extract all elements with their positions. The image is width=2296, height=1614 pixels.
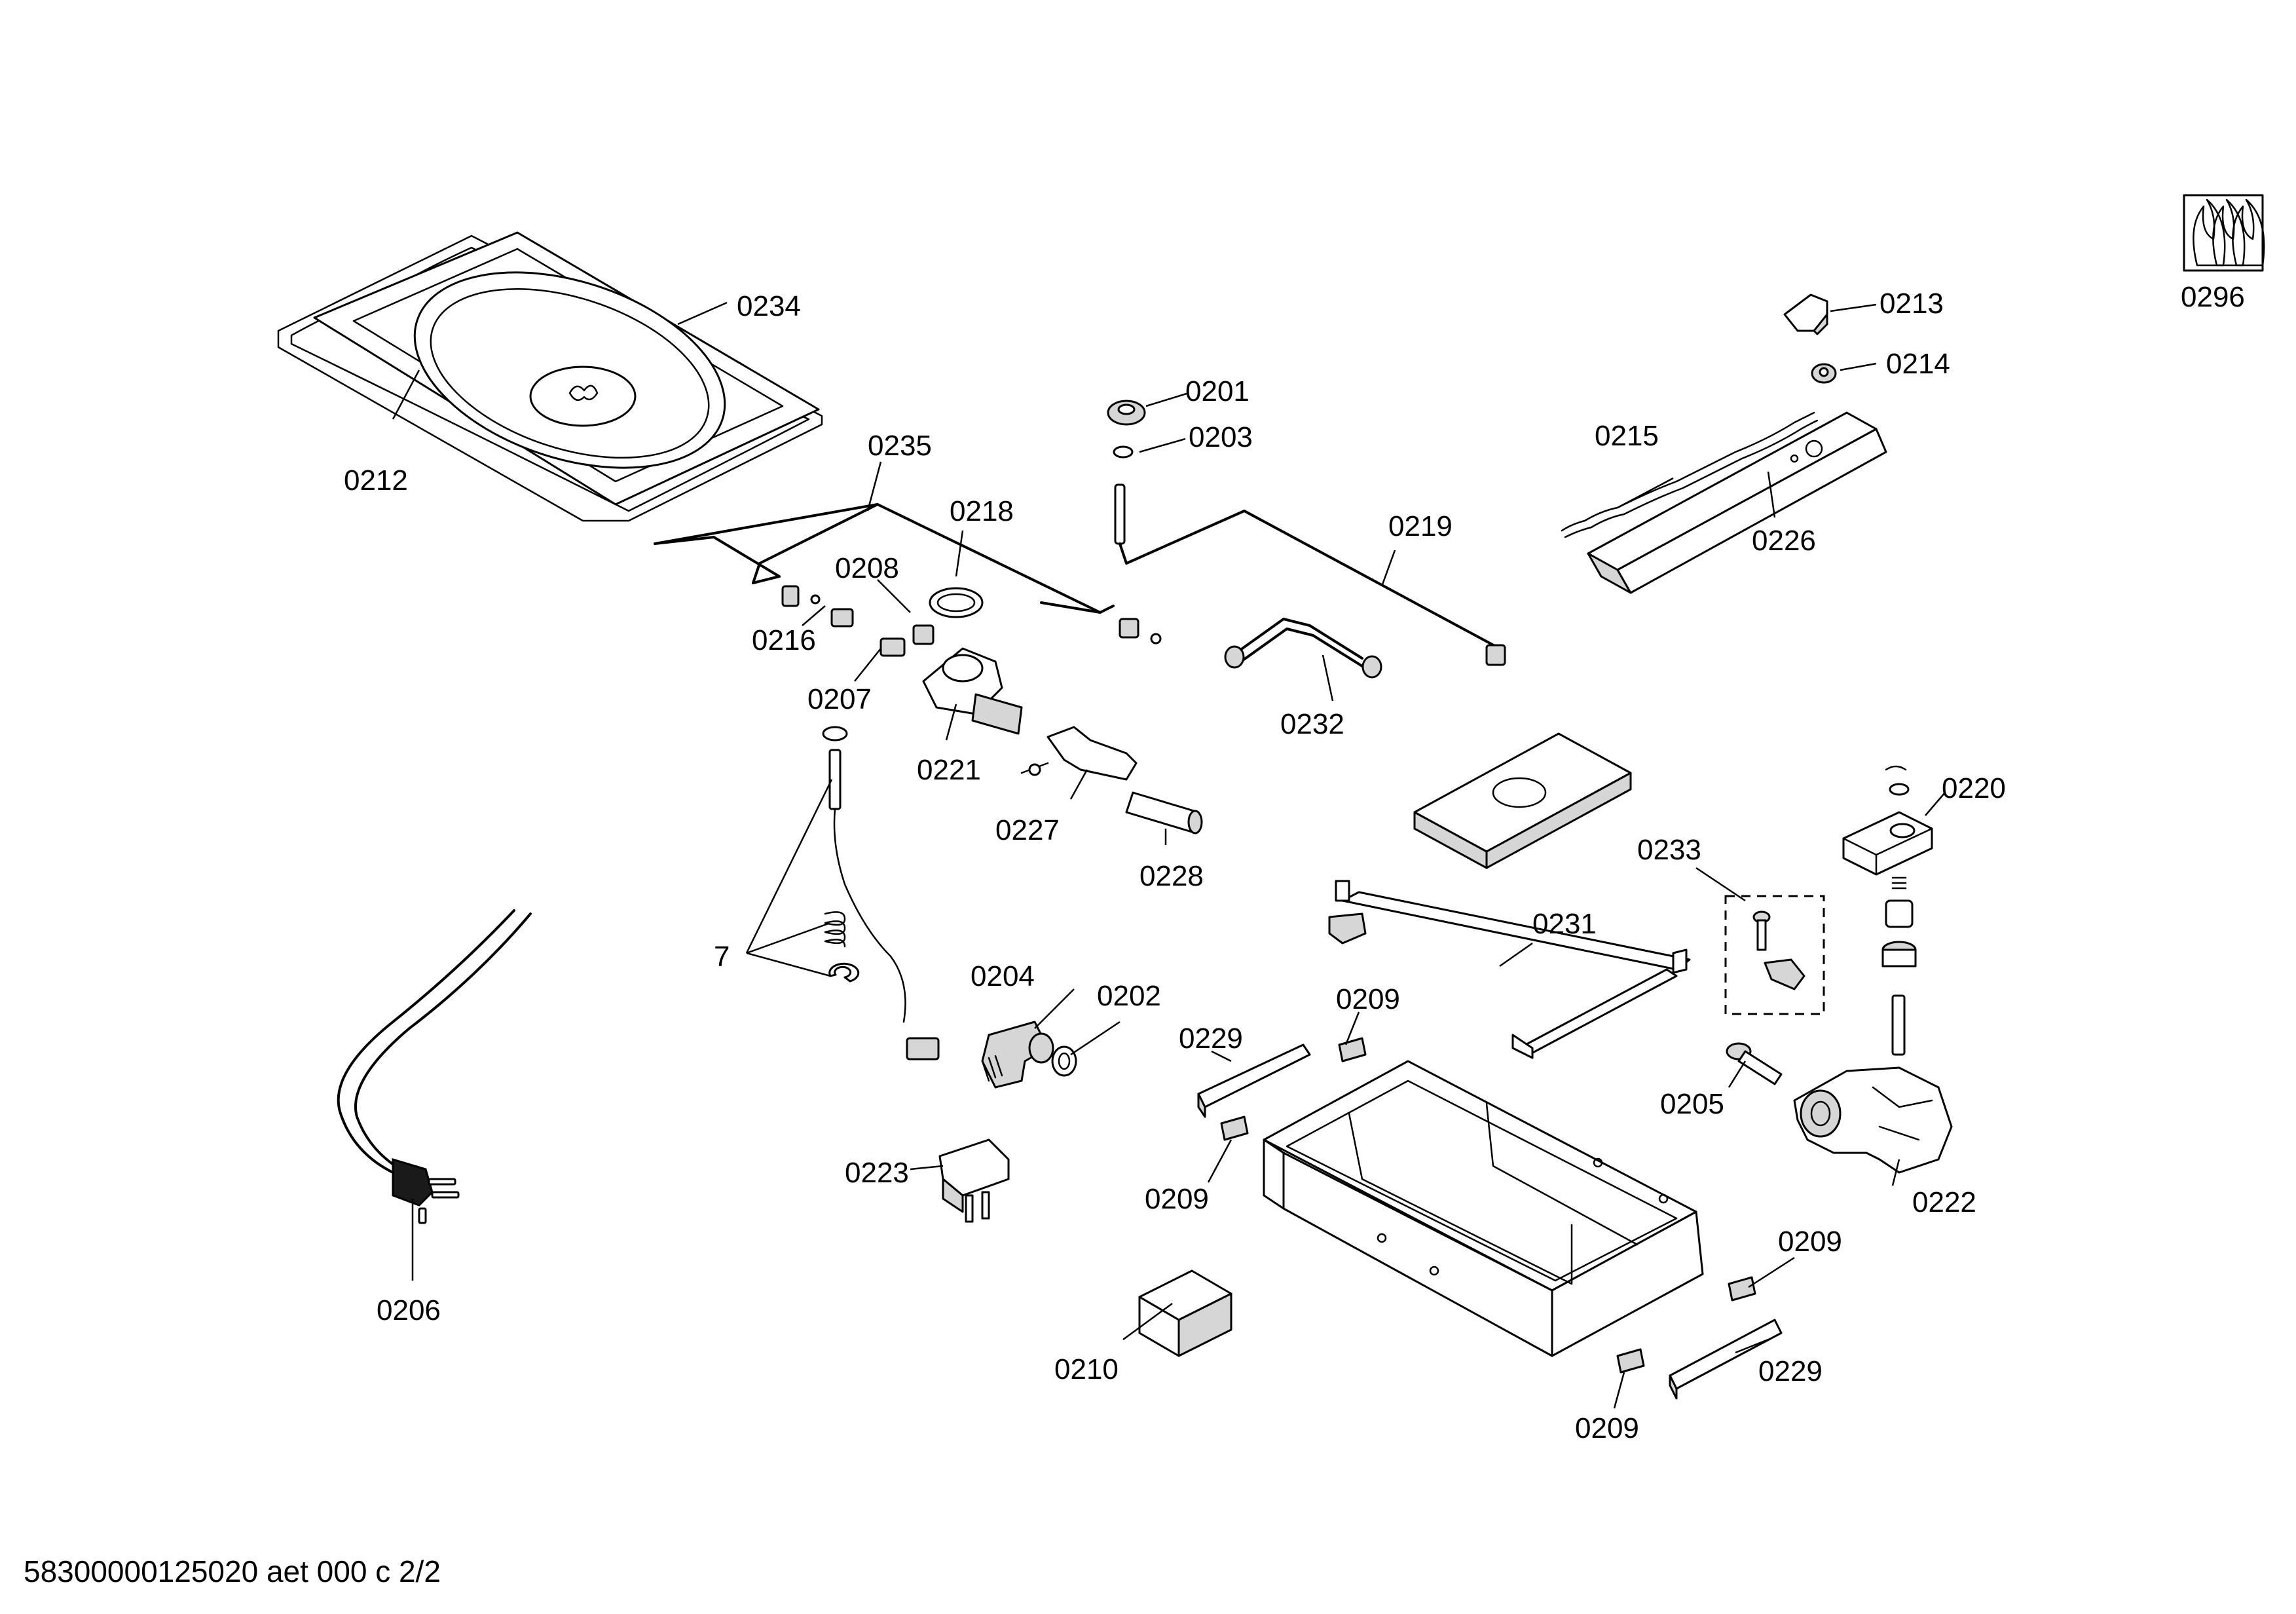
bent-tube-0232 bbox=[1224, 618, 1382, 679]
label-0209-a: 0209 bbox=[1336, 983, 1400, 1015]
label-0219: 0219 bbox=[1388, 510, 1453, 542]
tube-0228 bbox=[1125, 791, 1203, 835]
part-labels: 0234 0212 0235 0218 0208 0216 0207 0221 … bbox=[344, 281, 2245, 1444]
nut-0201 bbox=[1107, 400, 1146, 426]
bracket-0227 bbox=[1020, 726, 1138, 781]
label-0235: 0235 bbox=[868, 430, 932, 462]
label-0203: 0203 bbox=[1189, 421, 1253, 453]
label-0229-upper: 0229 bbox=[1179, 1023, 1243, 1055]
label-0220: 0220 bbox=[1942, 772, 2006, 804]
leader-lines bbox=[392, 301, 1946, 1409]
label-0209-b: 0209 bbox=[1145, 1183, 1209, 1215]
clip-0209-a bbox=[1338, 1037, 1367, 1062]
label-0206: 0206 bbox=[377, 1294, 441, 1326]
label-0229-lower: 0229 bbox=[1758, 1355, 1823, 1387]
label-0202: 0202 bbox=[1097, 980, 1161, 1012]
bracket-0229-upper bbox=[1197, 1043, 1311, 1118]
label-0221: 0221 bbox=[917, 754, 981, 786]
spring-clip-7 bbox=[824, 911, 860, 983]
label-0205: 0205 bbox=[1660, 1088, 1724, 1120]
spring-stack bbox=[1881, 876, 1917, 967]
burner-frame-0231 bbox=[1328, 880, 1691, 1059]
clip-0209-c bbox=[1728, 1276, 1756, 1302]
label-0234: 0234 bbox=[737, 290, 801, 322]
ignition-switch-0223 bbox=[938, 1138, 1010, 1223]
label-0232: 0232 bbox=[1280, 708, 1344, 740]
label-0233: 0233 bbox=[1637, 834, 1701, 866]
burner-tray-0234 bbox=[313, 231, 820, 506]
housing-box bbox=[1263, 1060, 1704, 1357]
label-0222: 0222 bbox=[1912, 1186, 1976, 1218]
valve-cap-0220 bbox=[1842, 765, 1933, 876]
fittings-0216 bbox=[781, 585, 1162, 657]
label-7: 7 bbox=[714, 941, 730, 973]
drawing-reference: 58300000125020 aet 000 c 2/2 bbox=[24, 1554, 441, 1588]
capillary-tube-0219 bbox=[1114, 483, 1506, 666]
label-0207: 0207 bbox=[807, 683, 872, 715]
clip-0209-d bbox=[1616, 1348, 1645, 1374]
clip-0209-b bbox=[1220, 1116, 1249, 1141]
label-0204: 0204 bbox=[971, 960, 1035, 992]
thermocouple-0207 bbox=[822, 726, 940, 1060]
label-0201: 0201 bbox=[1185, 375, 1250, 407]
elbow-0204 bbox=[981, 1021, 1054, 1089]
gasket-strip-0215 bbox=[1561, 411, 1819, 538]
power-cord-0206 bbox=[337, 909, 532, 1224]
label-0223: 0223 bbox=[845, 1157, 909, 1189]
label-0213: 0213 bbox=[1879, 288, 1944, 320]
flame-icon-0296 bbox=[2183, 194, 2265, 272]
label-0296: 0296 bbox=[2181, 281, 2245, 313]
label-0214: 0214 bbox=[1886, 348, 1950, 380]
label-0218: 0218 bbox=[950, 495, 1014, 527]
label-0226: 0226 bbox=[1752, 525, 1816, 557]
pin-0205 bbox=[1726, 1042, 1783, 1085]
valve-body-0221 bbox=[922, 647, 1023, 735]
label-0228: 0228 bbox=[1139, 860, 1204, 892]
label-0209-c: 0209 bbox=[1778, 1226, 1842, 1258]
label-0215: 0215 bbox=[1595, 420, 1659, 452]
label-0216: 0216 bbox=[752, 624, 816, 656]
ring-0203 bbox=[1113, 445, 1134, 459]
support-plate bbox=[1413, 732, 1632, 869]
clip-ring-0218 bbox=[929, 587, 984, 618]
module-0210 bbox=[1138, 1269, 1232, 1357]
gas-valve-0222 bbox=[1793, 994, 1953, 1174]
label-0210: 0210 bbox=[1054, 1353, 1119, 1385]
pipe-0235 bbox=[654, 503, 1115, 614]
label-0209-d: 0209 bbox=[1575, 1412, 1639, 1444]
label-0227: 0227 bbox=[995, 814, 1060, 846]
knob-0213 bbox=[1783, 293, 1828, 335]
nut-0214 bbox=[1811, 363, 1837, 384]
bracket-0229-lower bbox=[1669, 1319, 1783, 1400]
label-0231: 0231 bbox=[1532, 908, 1597, 940]
fastener-kit-0233 bbox=[1724, 895, 1825, 1015]
label-0208: 0208 bbox=[835, 552, 899, 584]
label-0212: 0212 bbox=[344, 464, 408, 497]
control-panel-0226 bbox=[1587, 411, 1887, 594]
washer-0202 bbox=[1051, 1045, 1077, 1077]
